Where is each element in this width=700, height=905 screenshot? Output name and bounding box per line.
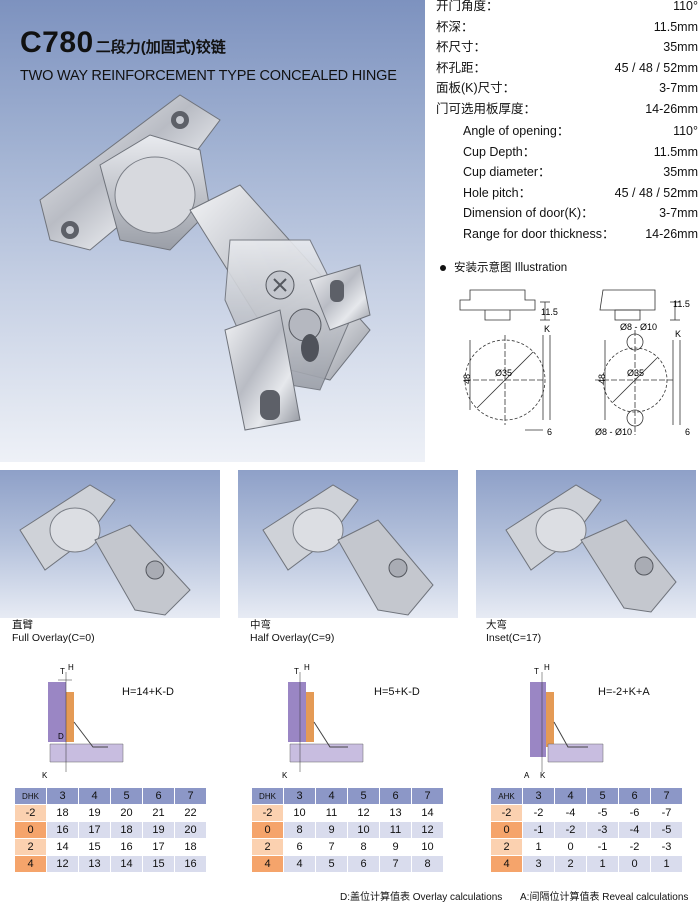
table-corner: AHK <box>490 787 523 805</box>
dim-six: 6 <box>547 427 552 437</box>
formula-inset: H=-2+K+A <box>598 686 650 698</box>
specs-en: Angle of opening：110° Cup Depth：11.5mm C… <box>463 121 698 244</box>
diag-label-a: A <box>524 771 530 780</box>
table-row: -2-2-4-5-6-7 <box>490 804 683 822</box>
dim-depth-2: 11.5 <box>673 299 690 309</box>
diag-label-k: K <box>42 771 48 780</box>
spec-row: 门可选用板厚度：14-26mm <box>436 101 698 116</box>
illustration-title: 安装示意图 Illustration <box>440 259 567 275</box>
product-title-cn: 二段力(加固式)铰链 <box>95 39 226 56</box>
dim-dowel-2: Ø8 - Ø10 <box>595 427 632 437</box>
note-reveal: A:间隔位计算值表 Reveal calculations <box>520 892 689 903</box>
dim-depth: 11.5 <box>541 307 558 317</box>
diag-label-h: H <box>304 663 310 672</box>
product-title-en: TWO WAY REINFORCEMENT TYPE CONCEALED HIN… <box>20 68 397 84</box>
dim-k: K <box>544 324 550 334</box>
spec-row: 杯深：11.5mm <box>436 19 698 34</box>
diagram-inset: T H A K <box>524 663 604 780</box>
spec-row: 杯孔距：45 / 48 / 52mm <box>436 60 698 75</box>
dim-diameter-2: Ø35 <box>627 368 644 378</box>
installation-drawing: 11.5 11.5 Ø8 - Ø10 48 48 Ø35 Ø35 K K 6 6… <box>459 289 690 437</box>
diagram-half-overlay: T H K <box>282 663 364 780</box>
hinge-main-photo <box>39 94 371 431</box>
spec-row: Angle of opening：110° <box>463 124 698 138</box>
spec-row: Range for door thickness：14-26mm <box>463 226 698 241</box>
formula-full: H=14+K-D <box>122 686 174 698</box>
diag-label-t: T <box>60 667 65 676</box>
diag-label-k: K <box>282 771 288 780</box>
hinge-half-overlay-photo <box>262 484 434 616</box>
spec-row: Hole pitch：45 / 48 / 52mm <box>463 185 698 200</box>
diag-label-k: K <box>540 771 546 780</box>
dim-height-2: 48 <box>597 374 607 384</box>
hinge-inset-photo <box>505 484 677 613</box>
diag-label-h: H <box>544 663 550 672</box>
diagram-full-overlay: T H D K <box>42 663 124 780</box>
table-corner: DHK <box>251 787 284 805</box>
table-corner: DHK <box>14 787 47 805</box>
spec-row: 杯尺寸：35mm <box>436 40 698 54</box>
diag-label-t: T <box>294 667 299 676</box>
panel-half-overlay <box>238 470 458 618</box>
dim-six-2: 6 <box>685 427 690 437</box>
note-overlay: D:盖位计算值表 Overlay calculations <box>340 892 503 903</box>
specs-cn: 开门角度：110° 杯深：11.5mm 杯尺寸：35mm 杯孔距：45 / 48… <box>436 0 698 119</box>
panel-full-overlay <box>0 470 220 618</box>
diag-label-h: H <box>68 663 74 672</box>
table-row: 0-1-2-3-4-5 <box>490 821 683 839</box>
panel-inset <box>476 470 696 618</box>
bullet-icon <box>440 264 446 271</box>
spec-row: Cup Depth：11.5mm <box>463 144 698 159</box>
dim-diameter: Ø35 <box>495 368 512 378</box>
spec-row: Dimension of door(K)：3-7mm <box>463 206 698 220</box>
spec-row: 面板(K)尺寸：3-7mm <box>436 81 698 95</box>
dim-height: 48 <box>462 374 472 384</box>
diag-label-d: D <box>58 732 64 741</box>
dim-k-2: K <box>675 329 681 339</box>
dim-dowel: Ø8 - Ø10 <box>620 322 657 332</box>
spec-row: Cup diameter：35mm <box>463 165 698 179</box>
hinge-full-overlay-photo <box>19 484 191 616</box>
formula-half: H=5+K-D <box>374 686 420 698</box>
spec-row: 开门角度：110° <box>436 0 698 13</box>
diag-label-t: T <box>534 667 539 676</box>
